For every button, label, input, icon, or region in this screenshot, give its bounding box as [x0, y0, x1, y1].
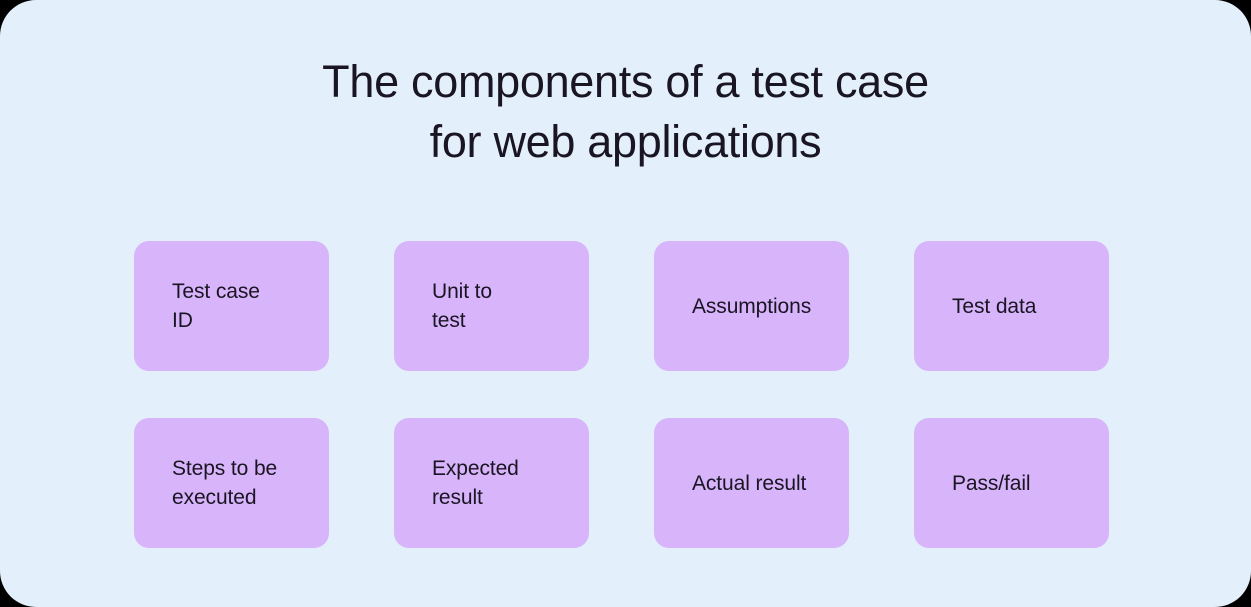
component-card-label: Test data [952, 294, 1037, 318]
component-card-grid: Test case ID Unit to test Assumptions Te… [134, 241, 1109, 548]
page-title-line-1: The components of a test case [322, 56, 929, 107]
component-card-expected-result: Expected result [394, 418, 589, 548]
page-title: The components of a test case for web ap… [0, 52, 1251, 172]
component-card-steps-to-be-executed: Steps to be executed [134, 418, 329, 548]
component-card-actual-result: Actual result [654, 418, 849, 548]
component-card-label: Expected result [432, 457, 519, 509]
component-card-test-case-id: Test case ID [134, 241, 329, 371]
component-card-label: Pass/fail [952, 471, 1031, 495]
component-card-label: Test case ID [172, 280, 260, 332]
component-card-label: Assumptions [692, 294, 812, 318]
component-card-unit-to-test: Unit to test [394, 241, 589, 371]
component-card-label: Actual result [692, 471, 807, 495]
component-card-test-data: Test data [914, 241, 1109, 371]
page-title-line-2: for web applications [429, 116, 822, 167]
component-card-label: Steps to be executed [172, 457, 278, 509]
component-card-pass-fail: Pass/fail [914, 418, 1109, 548]
component-card-assumptions: Assumptions [654, 241, 849, 371]
component-card-label: Unit to test [432, 280, 492, 332]
